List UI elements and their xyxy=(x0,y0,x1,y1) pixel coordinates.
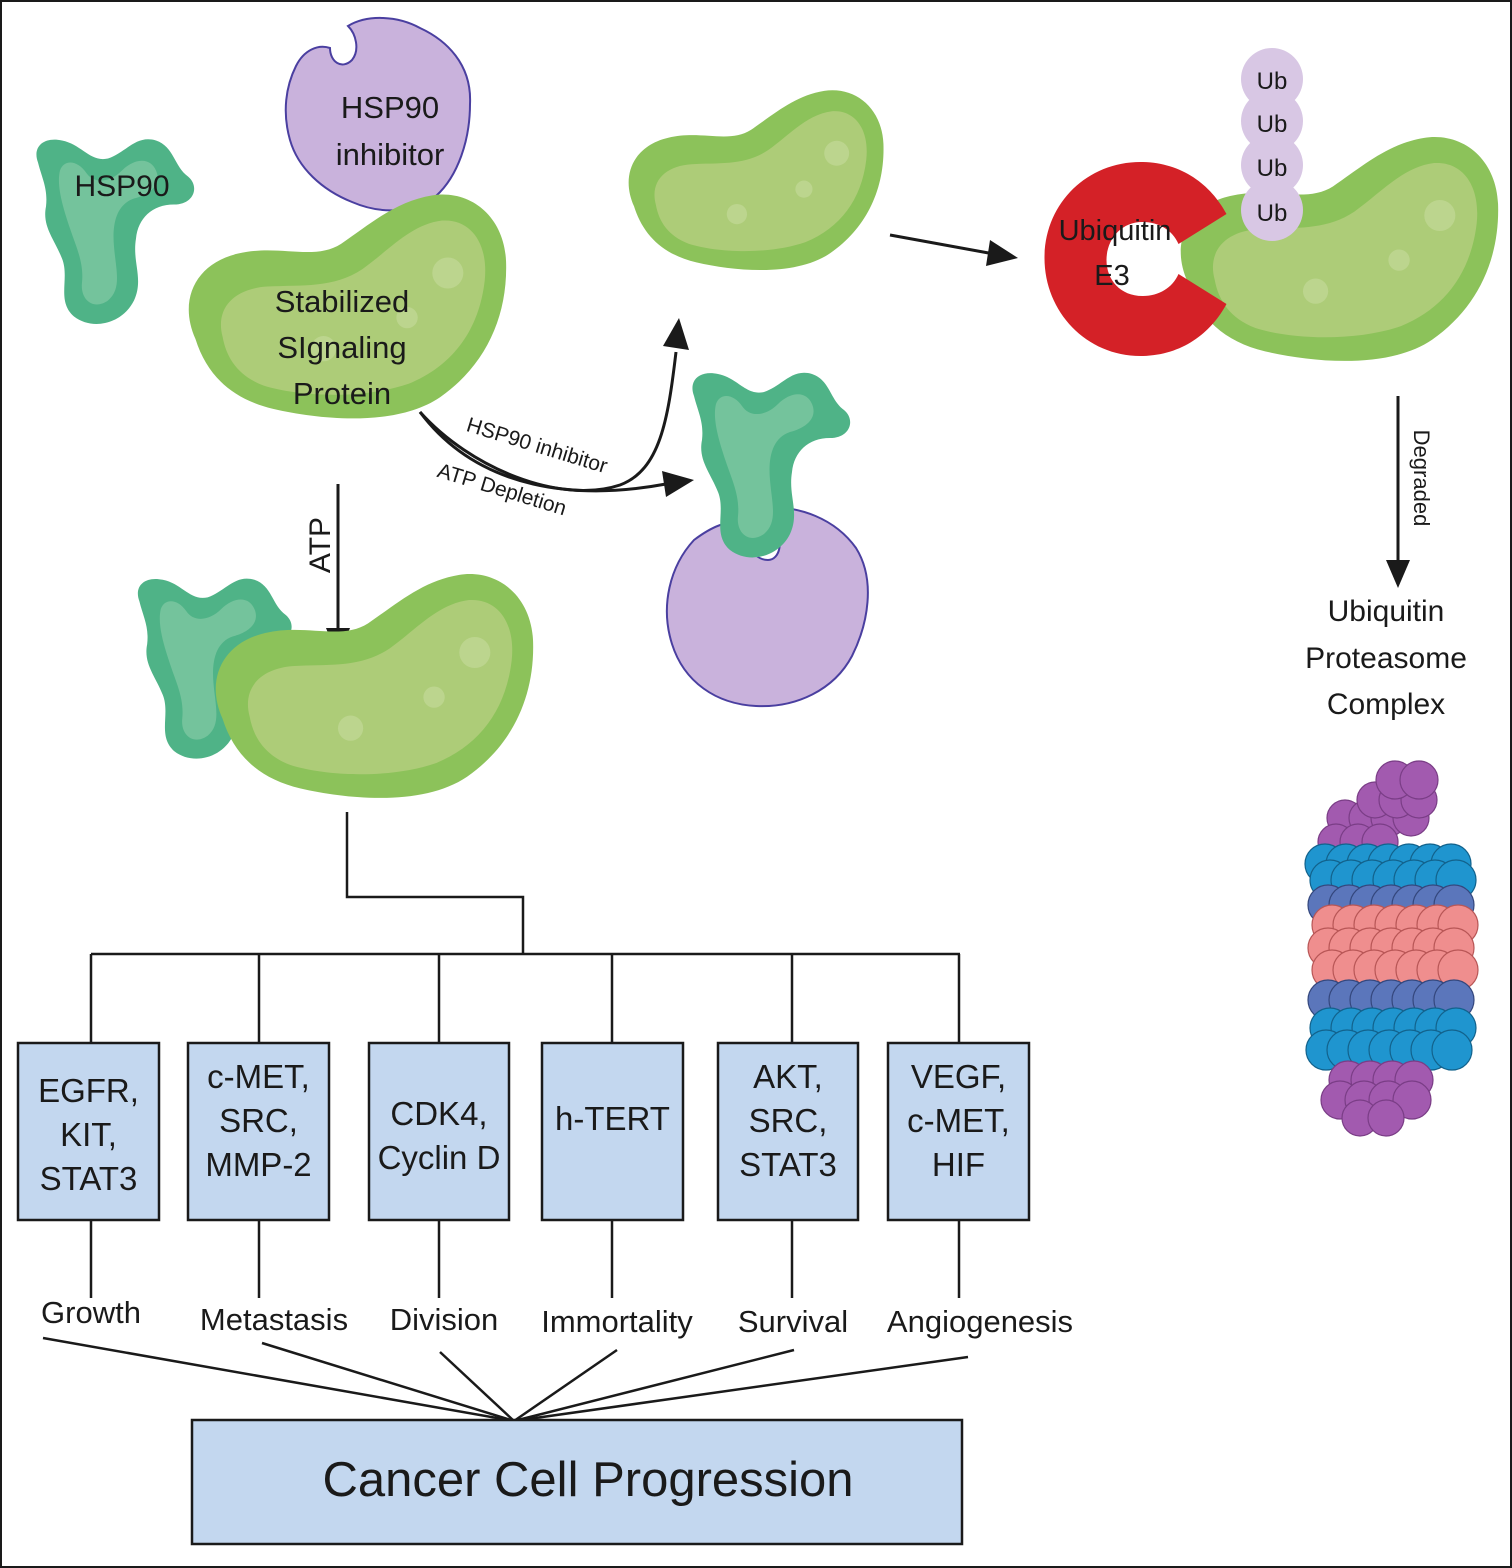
ub-tag xyxy=(1241,48,1303,110)
proteasome-label-line3: Complex xyxy=(1327,688,1445,721)
inhibitor-bound-complex xyxy=(665,372,869,708)
stabilized-label-line1: Stabilized xyxy=(275,284,409,319)
client-box xyxy=(540,1041,685,1222)
released-protein-arrow-head xyxy=(663,318,689,350)
client-box-text: CDK4, xyxy=(390,1095,487,1132)
converge-line xyxy=(439,1351,515,1422)
converge-line xyxy=(513,1348,618,1423)
cancer-progression-box xyxy=(190,1418,964,1546)
client-box-text: SRC, xyxy=(749,1102,828,1139)
hsp90-protein-free xyxy=(36,139,195,324)
ub-tag-label: Ub xyxy=(1257,68,1288,95)
outcome-label: Growth xyxy=(41,1295,141,1330)
proteasome-label-line2: Proteasome xyxy=(1305,642,1467,675)
outcome-label: Metastasis xyxy=(200,1302,348,1337)
ubiquitinated-protein xyxy=(1180,137,1499,361)
client-box-text: KIT, xyxy=(60,1116,117,1153)
client-box xyxy=(16,1041,161,1222)
client-box-text: HIF xyxy=(932,1146,985,1183)
ub-tag-label: Ub xyxy=(1257,155,1288,182)
proteasome-complex xyxy=(1304,760,1479,1137)
converge-line xyxy=(261,1341,515,1423)
stabilized-label-line3: Protein xyxy=(293,376,391,411)
client-box-text: Cyclin D xyxy=(378,1139,501,1176)
proteasome-subunit xyxy=(1431,1029,1473,1071)
proteasome-subunit xyxy=(1367,1099,1405,1137)
outcome-label: Survival xyxy=(738,1304,848,1339)
client-box-text: MMP-2 xyxy=(205,1146,311,1183)
client-box xyxy=(886,1041,1031,1222)
hsp90-label: HSP90 xyxy=(74,170,169,203)
tree-drops xyxy=(89,954,961,1043)
client-box-text: SRC, xyxy=(219,1102,298,1139)
hsp90-inhibitor-shape xyxy=(284,16,472,212)
client-box-text: STAT3 xyxy=(40,1160,138,1197)
client-box-text: VEGF, xyxy=(911,1058,1006,1095)
inhibitor-path-to-bound-hsp90 xyxy=(418,411,667,493)
atp-depletion-path-label: ATP Depletion xyxy=(435,459,569,520)
complex-to-tree-connector xyxy=(345,812,525,954)
client-box-text: EGFR, xyxy=(38,1072,139,1109)
converge-line xyxy=(513,1355,969,1423)
ub-tag-label: Ub xyxy=(1257,200,1288,227)
ub-tag xyxy=(1241,134,1303,196)
outcome-label: Division xyxy=(390,1302,499,1337)
client-box-text: AKT, xyxy=(753,1058,823,1095)
proteasome-subunit xyxy=(1399,760,1439,800)
atp-label: ATP xyxy=(304,517,337,573)
converge-line xyxy=(42,1336,515,1423)
client-box-text: c-MET, xyxy=(907,1102,1010,1139)
e3-arrow-head xyxy=(986,240,1018,266)
outcome-label: Angiogenesis xyxy=(887,1304,1073,1339)
ub-tag-label: Ub xyxy=(1257,111,1288,138)
degraded-label: Degraded xyxy=(1409,430,1434,527)
converge-line xyxy=(513,1348,795,1423)
degraded-arrow-head xyxy=(1386,560,1410,588)
client-box-text: STAT3 xyxy=(739,1146,837,1183)
outcome-label: Immortality xyxy=(541,1304,693,1339)
client-box xyxy=(367,1041,511,1222)
client-box xyxy=(186,1041,331,1222)
bound-hsp90-arrow-head xyxy=(662,471,694,497)
ubiquitin-e3-label-line2: E3 xyxy=(1094,260,1129,292)
inhibitor-label-line2: inhibitor xyxy=(336,137,445,172)
client-box-text: h-TERT xyxy=(555,1100,670,1137)
hsp90-client-complex xyxy=(137,574,534,798)
ubiquitin-e3-label-line1: Ubiquitin xyxy=(1059,215,1172,247)
inhibitor-path-to-released-protein xyxy=(418,351,678,492)
e3-arrow-shaft xyxy=(889,233,995,256)
released-signaling-protein xyxy=(628,90,884,271)
proteasome-label-line1: Ubiquitin xyxy=(1328,595,1445,628)
stabilized-label-line2: SIgnaling xyxy=(277,330,406,365)
ub-tag xyxy=(1241,179,1303,241)
ubiquitin-chain xyxy=(1241,48,1303,241)
outcome-converge-lines xyxy=(42,1336,969,1423)
client-box xyxy=(716,1041,860,1222)
cancer-progression-label: Cancer Cell Progression xyxy=(322,1453,853,1507)
client-box-text: c-MET, xyxy=(207,1058,310,1095)
inhibitor-label-line1: HSP90 xyxy=(341,90,439,125)
